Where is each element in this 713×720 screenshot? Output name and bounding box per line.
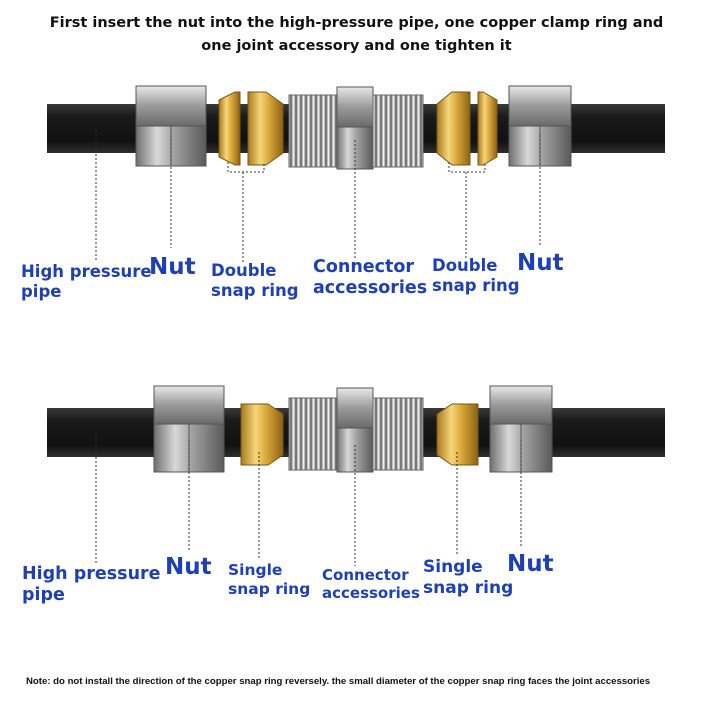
bottom-single-snap-ring-left <box>240 403 284 466</box>
bottom-single-snap-ring-right <box>436 403 479 466</box>
bottom-label-connector-accessories: Connector accessories <box>322 566 420 603</box>
top-nut-right <box>508 85 572 167</box>
top-label-double-snap-ring-right: Double snap ring <box>432 256 520 296</box>
top-label-nut-right: Nut <box>517 250 564 276</box>
top-label-connector-accessories: Connector accessories <box>313 257 427 300</box>
top-double-snap-ring-left <box>218 91 284 166</box>
bottom-label-single-snap-ring-right: Single snap ring <box>423 557 513 598</box>
top-ring-left-line-1: Double <box>211 261 277 280</box>
bottom-nut-left <box>153 385 225 473</box>
top-ring-left-line-2: snap ring <box>211 281 299 301</box>
bottom-pipe-label-line-2: pipe <box>22 585 65 606</box>
bottom-label-high-pressure-pipe: High pressure pipe <box>22 564 161 607</box>
bottom-label-single-snap-ring-left: Single snap ring <box>228 561 310 599</box>
top-pipe-label-line-2: pipe <box>21 282 62 302</box>
top-label-nut-left: Nut <box>149 254 196 280</box>
bottom-ring-left-line-1: Single <box>228 561 283 579</box>
bottom-ring-right-line-2: snap ring <box>423 577 514 598</box>
top-pipe-label-line-1: High pressure <box>21 262 152 281</box>
bottom-connector-line-2: accessories <box>322 584 420 603</box>
bottom-ring-left-line-2: snap ring <box>228 579 311 598</box>
top-assembly <box>47 85 665 262</box>
top-connector-line-2: accessories <box>313 278 428 299</box>
top-double-snap-ring-right <box>436 91 498 166</box>
top-connector <box>288 86 424 170</box>
bottom-assembly <box>47 385 665 566</box>
installation-note: Note: do not install the direction of th… <box>26 676 651 687</box>
bottom-leader-lines <box>95 433 522 566</box>
top-leader-lines <box>95 130 541 262</box>
top-label-double-snap-ring-left: Double snap ring <box>211 261 299 301</box>
top-ring-right-line-1: Double <box>432 256 498 275</box>
title-line-2: one joint accessory and one tighten it <box>201 38 512 54</box>
bottom-ring-right-line-1: Single <box>423 557 483 577</box>
bottom-connector <box>288 387 424 473</box>
bottom-label-nut-left: Nut <box>165 554 212 580</box>
top-nut-left <box>135 85 207 167</box>
top-label-high-pressure-pipe: High pressure pipe <box>21 262 152 302</box>
bottom-label-nut-right: Nut <box>507 551 554 577</box>
bottom-pipe-label-line-1: High pressure <box>22 564 161 584</box>
instruction-title: First insert the nut into the high-press… <box>0 12 713 58</box>
bottom-connector-line-1: Connector <box>322 566 409 584</box>
bottom-nut-right <box>489 385 553 473</box>
title-line-1: First insert the nut into the high-press… <box>49 15 664 31</box>
top-connector-line-1: Connector <box>313 257 415 277</box>
top-ring-right-line-2: snap ring <box>432 276 520 296</box>
